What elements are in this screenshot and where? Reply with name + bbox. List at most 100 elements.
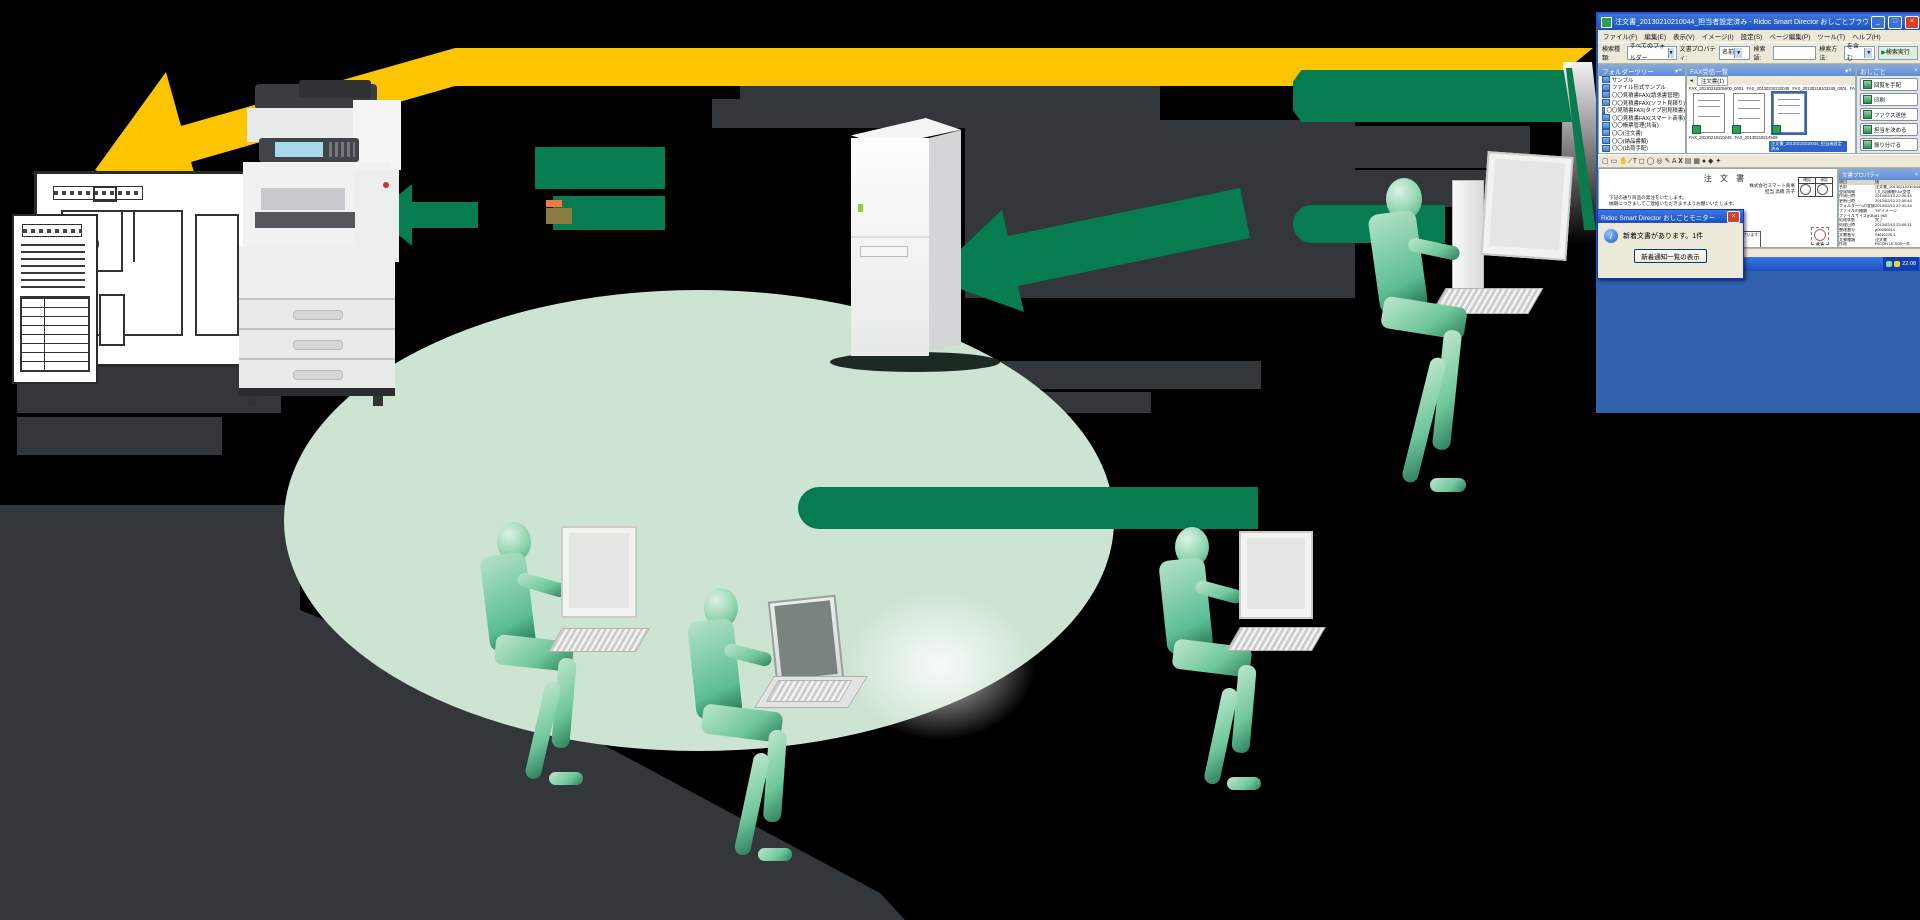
search-run-button[interactable]: ▶検索実行: [1878, 46, 1918, 60]
minimize-button[interactable]: _: [1871, 15, 1885, 29]
property-row[interactable]: 優先順位高: [1839, 247, 1920, 248]
folder-icon: [1602, 91, 1610, 99]
main-panels: フォルダーツリー▾× サンプルファイル形式サンプル〇〇見積書FAX(請求書管理)…: [1598, 64, 1920, 154]
folder-tree-item[interactable]: 〇〇見積書FAX(請求書管理): [1599, 91, 1685, 99]
folder-tree-item[interactable]: 〇〇見積書FAX(スマート商事): [1599, 114, 1685, 122]
app-icon: [1601, 16, 1612, 28]
title-bar[interactable]: 注文書_20130210210044_担当者設定済み - Ridoc Smart…: [1598, 14, 1920, 30]
document-thumbnail[interactable]: [1692, 93, 1725, 134]
chevron-down-icon[interactable]: ▼: [1864, 48, 1873, 58]
drawing-toolbar[interactable]: ▢ ▭ ✋ ∕ T ◻ ◯ ◎ ✎ A 𝐗 ▤ ▦ ● ◆ ✦: [1598, 154, 1920, 168]
desktop-background: [1596, 262, 1920, 413]
task-button[interactable]: 印刷: [1860, 93, 1918, 106]
close-icon[interactable]: ×: [1914, 171, 1918, 178]
paper-tray-3[interactable]: [239, 358, 395, 390]
folder-tree-item[interactable]: ファイル形式サンプル: [1599, 83, 1685, 91]
chevron-down-icon[interactable]: ▾: [1674, 67, 1679, 75]
folder-tree-item[interactable]: 〇〇見積書FAX(ソフト見積り): [1599, 99, 1685, 107]
menu-item[interactable]: ページ編集(P): [1769, 34, 1811, 41]
folder-tree-item[interactable]: 〇〇帳票管理(共有): [1599, 121, 1685, 129]
folder-tree-item[interactable]: 〇〇(注文書): [1599, 129, 1685, 137]
menu-item[interactable]: ファイル(F): [1603, 34, 1638, 41]
back-icon[interactable]: ◂: [1690, 77, 1693, 84]
printer-touchscreen[interactable]: [275, 142, 323, 157]
close-icon[interactable]: ×: [1678, 67, 1682, 74]
task-button[interactable]: 振り分ける: [1860, 138, 1918, 151]
printer-output-tray: [261, 188, 345, 210]
folder-tree-item[interactable]: 〇〇(出荷手配): [1599, 144, 1685, 152]
task-button[interactable]: ファクス送信: [1860, 108, 1918, 121]
laptop-screen: [767, 594, 845, 686]
green-store-arrow: [374, 184, 478, 246]
store-caption-accent-orange: [546, 200, 562, 207]
list-doc-rows: [21, 244, 85, 288]
task-icon: [1863, 110, 1872, 119]
show-notifications-button[interactable]: 新着通知一覧の表示: [1634, 249, 1707, 263]
search-prop-select[interactable]: 名前▼: [1719, 46, 1751, 60]
document-thumbnail-selected[interactable]: [1771, 91, 1807, 135]
menu-item[interactable]: ヘルプ(H): [1852, 34, 1881, 41]
chevron-down-icon[interactable]: ▼: [1667, 48, 1674, 58]
list-tab[interactable]: 注文書(1): [1696, 75, 1728, 86]
thumbnail-caption: FAX_20130218214509: [1734, 135, 1778, 140]
tray-icon: [1894, 261, 1901, 267]
doc-attention: 担当 高橋 京子: [1764, 189, 1795, 194]
property-row[interactable]: 文書種類注文書: [1839, 237, 1887, 242]
folder-tree-item[interactable]: サンプル: [1599, 76, 1685, 84]
thumbnail-caption: FAX_20130218105807: [1849, 86, 1855, 91]
close-icon[interactable]: ×: [1914, 67, 1918, 74]
printer-keypad[interactable]: [329, 142, 355, 157]
folder-tree-header: フォルダーツリー: [1602, 68, 1654, 76]
properties-header: 文書プロパティ: [1842, 172, 1881, 179]
property-row[interactable]: ファイルサイズ(KB)81,960: [1839, 213, 1888, 218]
folder-icon: [1602, 144, 1610, 152]
menu-item[interactable]: 設定(S): [1740, 34, 1763, 41]
property-row[interactable]: 名前注文書_20130210210044…: [1839, 184, 1920, 189]
selected-thumbnail-caption[interactable]: 注文書_20130210210044_担当者設定済み: [1769, 141, 1847, 153]
menu-item[interactable]: イメージ(I): [1701, 34, 1734, 41]
tasks-panel: おしごと× 回覧を手配印刷ファクス送信担当を決める振り分ける: [1856, 64, 1920, 154]
monitor: [561, 526, 637, 618]
search-method-select[interactable]: を含む▼: [1843, 44, 1876, 62]
close-icon[interactable]: ×: [1848, 67, 1852, 74]
task-button[interactable]: 担当を決める: [1860, 123, 1918, 136]
laptop-keyboard: [765, 680, 853, 702]
menu-item[interactable]: 表示(V): [1672, 34, 1695, 41]
document-thumbnail[interactable]: [1732, 93, 1765, 134]
server-drive-slot: [860, 246, 908, 257]
search-type-select[interactable]: すべてのフォルダー▼: [1626, 44, 1677, 62]
window-title: 注文書_20130210210044_担当者設定済み - Ridoc Smart…: [1615, 19, 1868, 26]
paper-tray-2[interactable]: [239, 328, 395, 360]
fax-list-panel: FAX受信一覧▾× ◂注文書(1) FAX_20130218205600_000…: [1686, 64, 1856, 154]
property-row[interactable]: 処理状態完了: [1839, 218, 1883, 223]
property-row[interactable]: 登録情報〇〇見積書FAX受信: [1839, 189, 1911, 194]
folder-tree-item[interactable]: 〇〇見積書FAX(タイプ別見積書): [1599, 106, 1685, 114]
chevron-down-icon[interactable]: ▼: [1734, 48, 1743, 58]
doc-stamp-table: 確認承認: [1798, 177, 1833, 197]
task-icon: [1863, 80, 1872, 89]
task-button[interactable]: 回覧を手配: [1860, 78, 1918, 91]
person-foot: [1430, 478, 1466, 492]
dialog-close-button[interactable]: ×: [1727, 210, 1740, 223]
folder-tree-item[interactable]: 〇〇(納品書類): [1599, 137, 1685, 145]
close-button[interactable]: ×: [1905, 15, 1919, 29]
maximize-button[interactable]: □: [1888, 15, 1902, 29]
menu-item[interactable]: ツール(T): [1817, 34, 1846, 41]
property-row[interactable]: フォルダーへの登録日時2013/02/13 22:31:45: [1839, 203, 1912, 208]
person-foot: [549, 772, 583, 785]
server-led: [858, 204, 863, 212]
search-term-input[interactable]: [1773, 46, 1817, 60]
chevron-down-icon[interactable]: ▾: [1844, 67, 1849, 75]
menu-item[interactable]: 編集(E): [1644, 34, 1666, 41]
fax-badge-icon: [1732, 125, 1741, 134]
paper-tray-1[interactable]: [239, 298, 395, 330]
